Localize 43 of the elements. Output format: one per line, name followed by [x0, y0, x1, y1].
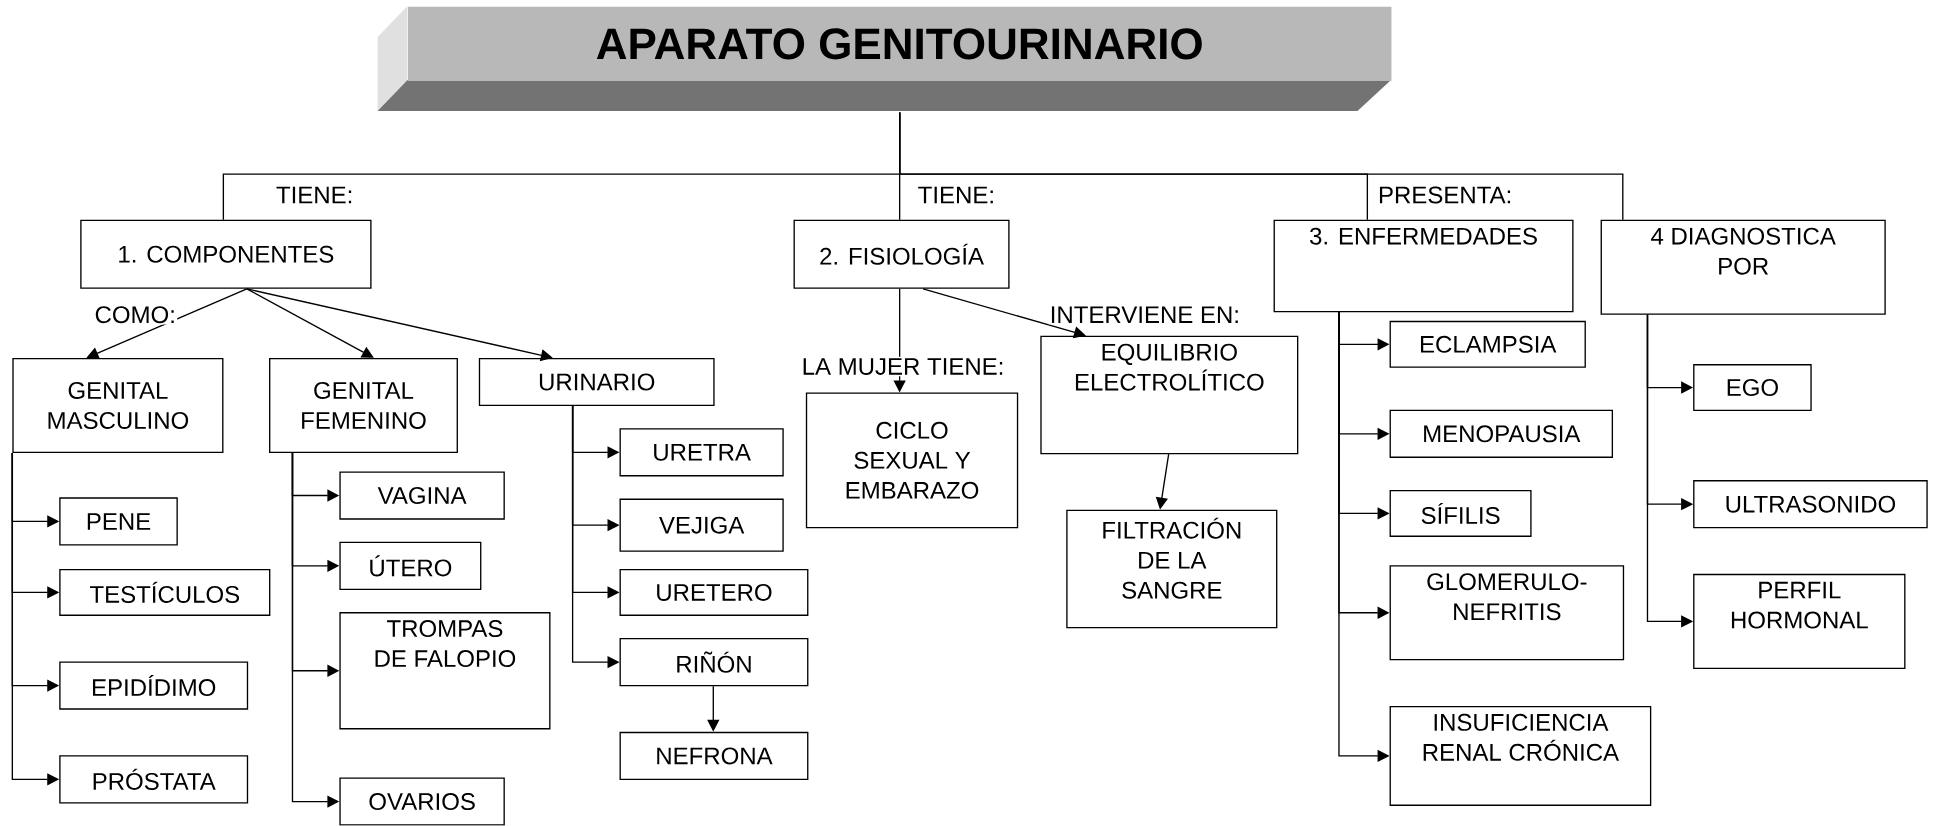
- edge-label: PRESENTA:: [1376, 185, 1514, 205]
- arrow: [922, 288, 1086, 339]
- edge-label: COMO:: [93, 305, 178, 325]
- concept-box: VEJIGA: [619, 498, 784, 552]
- concept-box: TROMPAS DE FALOPIO: [339, 612, 551, 730]
- edge-label: TIENE:: [274, 185, 355, 205]
- concept-box: EQUILIBRIO ELECTROLÍTICO: [1040, 335, 1299, 455]
- concept-box: URINARIO: [478, 358, 715, 407]
- concept-box: 4 DIAGNOSTICA POR: [1600, 219, 1886, 315]
- concept-box: URETRA: [619, 428, 784, 477]
- concept-box: RIÑÓN: [619, 638, 809, 687]
- edge-label: INTERVIENE EN:: [1048, 305, 1242, 325]
- concept-box: SÍFILIS: [1389, 490, 1532, 538]
- concept-box: PRÓSTATA: [59, 755, 249, 804]
- arrow: [246, 288, 553, 362]
- concept-box: GLOMERULO- NEFRITIS: [1389, 565, 1625, 661]
- concept-box: 1. COMPONENTES: [80, 219, 372, 290]
- concept-box: MENOPAUSIA: [1389, 409, 1614, 459]
- concept-box: VAGINA: [339, 471, 505, 520]
- concept-box: OVARIOS: [339, 777, 505, 826]
- concept-box: 3. ENFERMEDADES: [1273, 219, 1574, 313]
- concept-box: PENE: [59, 497, 178, 546]
- concept-box: GENITAL FEMENINO: [269, 358, 458, 454]
- edge-label: TIENE:: [916, 185, 997, 205]
- concept-box: INSUFICIENCIA RENAL CRÓNICA: [1389, 706, 1652, 807]
- concept-box: NEFRONA: [619, 732, 809, 781]
- concept-box: ECLAMPSIA: [1389, 321, 1586, 369]
- concept-box: FILTRACIÓN DE LA SANGRE: [1066, 509, 1278, 629]
- concept-box: CICLO SEXUAL Y EMBARAZO: [805, 392, 1019, 529]
- concept-box: 2. FISIOLOGÍA: [793, 219, 1010, 290]
- concept-box: TESTÍCULOS: [59, 569, 271, 617]
- concept-box: PERFIL HORMONAL: [1693, 574, 1906, 670]
- concept-box: ÚTERO: [339, 541, 482, 591]
- edge-label: LA MUJER TIENE:: [800, 357, 1006, 377]
- arrow: [707, 685, 720, 732]
- connector-line: [899, 111, 1624, 221]
- title-box: APARATO GENITOURINARIO: [377, 6, 1392, 112]
- concept-box: ULTRASONIDO: [1693, 480, 1928, 529]
- concept-box: GENITAL MASCULINO: [12, 358, 224, 454]
- concept-box: EGO: [1693, 364, 1812, 412]
- concept-box: URETERO: [619, 569, 809, 617]
- arrow: [246, 288, 374, 359]
- concept-box: EPIDÍDIMO: [59, 661, 249, 710]
